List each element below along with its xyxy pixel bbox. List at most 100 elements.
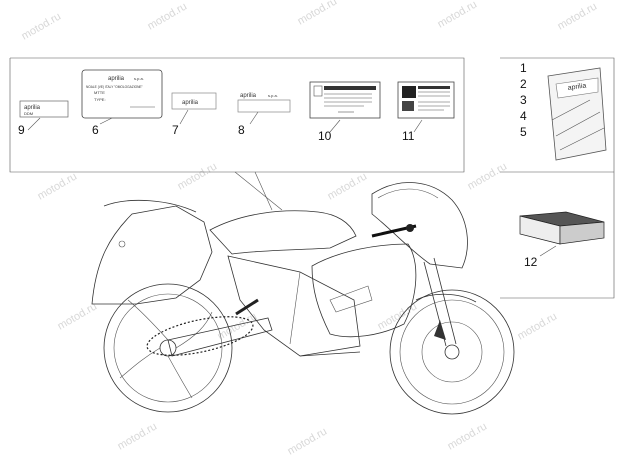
decal-9-brand: aprilia — [24, 105, 41, 111]
decal-6-spa: s.p.a. — [134, 76, 144, 81]
decal-8: aprilia s.p.a. 8 — [237, 93, 291, 137]
rear-seat — [103, 199, 197, 213]
front-wheel-hub — [444, 344, 460, 360]
callout-11: 11 — [402, 129, 415, 143]
watermark-text: motod.ru — [376, 300, 420, 332]
front-brake-disc — [421, 321, 483, 383]
watermark-text: motod.ru — [20, 10, 64, 42]
decal-8-brand: aprilia — [240, 93, 257, 99]
watermark-text: motod.ru — [446, 420, 490, 452]
decal-10-bar — [324, 86, 376, 90]
fuel-tank — [209, 210, 357, 255]
kit-bag-label — [555, 77, 599, 99]
motorcycle-outline — [91, 182, 515, 415]
decal-8-spa: s.p.a. — [268, 93, 278, 98]
watermark-text: motod.ru — [56, 300, 100, 332]
manual-side — [559, 221, 605, 245]
side-panel-border — [500, 57, 615, 299]
side-panel-frame — [500, 57, 615, 299]
drive-chain — [146, 316, 254, 356]
callout-12: 12 — [524, 255, 538, 269]
callout-10: 10 — [318, 129, 332, 143]
callout-4: 4 — [520, 109, 527, 123]
decal-panel-frame — [9, 57, 465, 211]
decal-9-sub: DDM — [24, 111, 33, 116]
tail-light — [118, 240, 126, 248]
decal-11-bar — [418, 86, 450, 89]
exhaust-pipe — [299, 351, 361, 357]
leader-6 — [99, 117, 113, 125]
fairing-vent — [329, 285, 373, 313]
callout-7: 7 — [172, 123, 179, 137]
side-fairing — [311, 243, 417, 338]
rear-wheel-tire — [103, 283, 233, 413]
callout-2: 2 — [520, 77, 527, 91]
watermark-text: motod.ru — [516, 310, 560, 342]
decal-7: aprilia 7 — [171, 92, 217, 137]
owner-manual: 12 — [519, 211, 605, 269]
watermark-layer: motod.ru motod.ru motod.ru motod.ru moto… — [20, 0, 600, 458]
main-frame — [227, 255, 361, 357]
kit-bag-brand: aprilia — [567, 82, 587, 92]
callout-5: 5 — [520, 125, 527, 139]
decal-6: aprilia s.p.a. NOALE (VE) ITALY "OMOLOGA… — [81, 69, 163, 137]
decal-10-symbol — [313, 85, 323, 97]
handlebar-grip — [406, 224, 414, 232]
decal-6-line3: TYPE: — [94, 97, 106, 102]
decal-kit-bag: aprilia 1 2 3 4 5 — [520, 61, 607, 161]
front-fork — [423, 257, 457, 347]
watermark-text: motod.ru — [176, 160, 220, 192]
leader-12 — [539, 245, 557, 257]
callout-8: 8 — [238, 123, 245, 137]
frame-member — [289, 271, 301, 345]
watermark-text: motod.ru — [296, 0, 340, 28]
rear-wheel-hub — [159, 339, 177, 357]
rear-shock — [235, 298, 259, 316]
swingarm — [167, 317, 273, 357]
panel-pointer-line — [234, 171, 283, 211]
leader-7 — [179, 109, 189, 125]
watermark-text: motod.ru — [116, 420, 160, 452]
rear-wheel-rim — [113, 293, 223, 403]
decal-11: 11 — [397, 81, 455, 143]
front-wheel-rim — [399, 299, 505, 405]
front-mudguard — [415, 293, 477, 303]
callout-3: 3 — [520, 93, 527, 107]
watermark-text: motod.ru — [556, 0, 600, 32]
decal-6-brand: aprilia — [108, 76, 125, 82]
front-wheel-tire — [389, 289, 515, 415]
watermark-text: motod.ru — [286, 425, 330, 457]
decal-9-plate — [19, 100, 69, 118]
decal-6-plate — [81, 69, 163, 119]
decal-11-pictogram — [402, 101, 414, 111]
tail-fairing — [91, 205, 213, 305]
decal-6-line2: MTTE — [94, 90, 105, 95]
decal-6-line1: NOALE (VE) ITALY "OMOLOGAZIONE" — [86, 85, 143, 89]
callout-9: 9 — [18, 123, 25, 137]
decal-7-plate — [171, 92, 217, 110]
decal-8-plate — [237, 99, 291, 113]
callout-6: 6 — [92, 123, 99, 137]
watermark-text: motod.ru — [36, 170, 80, 202]
watermark-text: motod.ru — [146, 0, 190, 32]
watermark-text: motod.ru — [466, 160, 510, 192]
leader-11 — [413, 119, 423, 133]
watermark-text: motod.ru — [326, 170, 370, 202]
callout-1: 1 — [520, 61, 527, 75]
decal-9: aprilia DDM 9 — [18, 100, 69, 137]
decal-7-brand: aprilia — [182, 100, 199, 106]
decal-panel-border — [9, 57, 465, 173]
decal-11-pictogram — [402, 86, 416, 98]
leader-9 — [27, 117, 41, 131]
leader-10 — [329, 119, 341, 133]
front-fairing — [371, 182, 468, 269]
windscreen — [377, 188, 439, 199]
decal-10: 10 — [309, 81, 381, 143]
leader-8 — [249, 111, 259, 125]
kit-bag-pattern — [551, 99, 605, 151]
watermark-text: motod.ru — [436, 0, 480, 31]
rear-wheel-spokes — [119, 299, 213, 399]
panel-pointer-line — [254, 171, 273, 211]
